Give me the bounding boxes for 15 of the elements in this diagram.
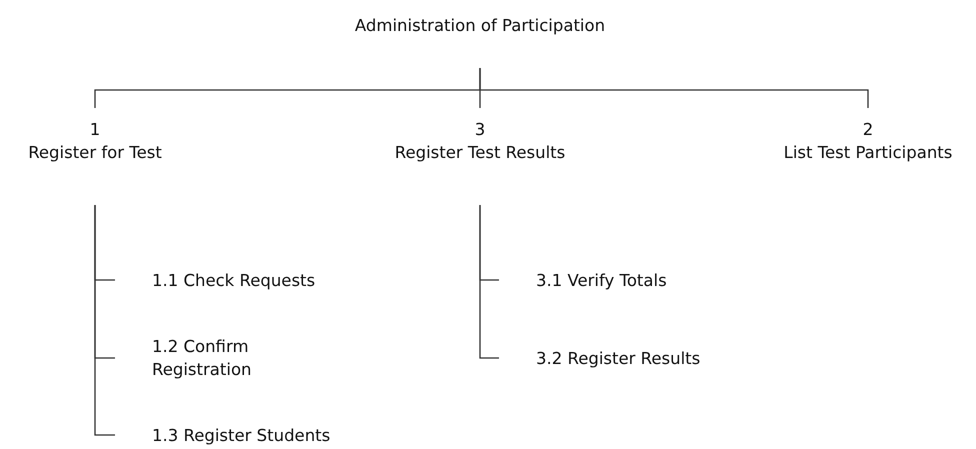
subfunction-label: 1.1 Check Requests bbox=[152, 270, 316, 292]
item-number: 1 bbox=[90, 119, 100, 141]
tree-connector bbox=[479, 205, 499, 359]
diagram-heading: Administration of Participation bbox=[354, 15, 606, 37]
item-number: 2 bbox=[862, 119, 874, 141]
subfunction-label: 3.1 Verify Totals bbox=[536, 270, 667, 292]
tree-connector bbox=[479, 68, 869, 108]
subfunction-label: 3.2 Register Results bbox=[536, 348, 700, 370]
function-label: Register Test Results bbox=[394, 142, 566, 164]
subfunction-label: 1.2 Confirm Registration bbox=[152, 336, 252, 381]
subfunction-label: 1.3 Register Students bbox=[152, 424, 330, 446]
tree-connector bbox=[94, 205, 115, 436]
function-label: List Test Participants bbox=[784, 142, 952, 164]
item-number: 3 bbox=[474, 119, 486, 141]
function-label: Register for Test bbox=[28, 142, 162, 164]
